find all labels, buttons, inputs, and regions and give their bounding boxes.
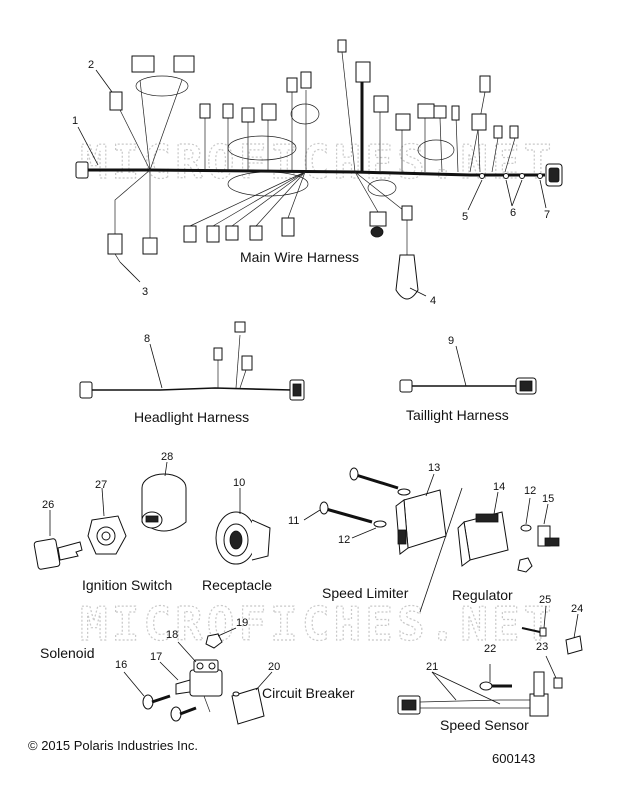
callout-12b: 12: [524, 485, 536, 497]
label-ignition-switch: Ignition Switch: [82, 577, 172, 593]
callout-25: 25: [539, 594, 551, 606]
switch-body-icon: [141, 473, 187, 532]
label-solenoid: Solenoid: [40, 645, 95, 661]
switch-nut-icon: [87, 515, 127, 555]
callout-24: 24: [571, 603, 583, 615]
speed-limiter-assembly: [303, 467, 463, 613]
label-speed-sensor: Speed Sensor: [440, 717, 529, 733]
callout-17: 17: [150, 651, 162, 663]
callout-14: 14: [493, 481, 505, 493]
taillight-harness: [399, 345, 537, 395]
callout-5: 5: [462, 211, 468, 223]
section-labels: Main Wire Harness Headlight Harness Tail…: [40, 249, 529, 733]
screw-icon: [142, 694, 197, 722]
callout-13: 13: [428, 462, 440, 474]
callout-15: 15: [542, 493, 554, 505]
label-receptacle: Receptacle: [202, 577, 272, 593]
ignition-switch-assembly: [33, 461, 187, 570]
watermark-bottom: MICROFICHES.NET: [80, 597, 555, 651]
callout-7: 7: [544, 209, 550, 221]
callout-9: 9: [448, 335, 454, 347]
label-main-wire-harness: Main Wire Harness: [240, 249, 359, 265]
callout-1: 1: [72, 115, 78, 127]
label-circuit-breaker: Circuit Breaker: [262, 685, 355, 701]
speed-sensor-assembly: [397, 605, 583, 717]
copyright: © 2015 Polaris Industries Inc.: [28, 738, 198, 753]
watermark-top: MICROFICHES.NET: [80, 135, 555, 189]
label-speed-limiter: Speed Limiter: [322, 585, 409, 601]
callout-28: 28: [161, 451, 173, 463]
circuit-breaker-icon: [231, 687, 265, 725]
callout-3: 3: [142, 286, 148, 298]
label-regulator: Regulator: [452, 587, 513, 603]
callout-19: 19: [236, 617, 248, 629]
callout-20: 20: [268, 661, 280, 673]
callout-27: 27: [95, 479, 107, 491]
callout-6: 6: [510, 207, 516, 219]
callout-numbers: 1 2 3 4 5 6 7 8 9 10 11 12 12 13 14 15 1…: [42, 59, 583, 673]
diagram-number: 600143: [492, 751, 535, 766]
callout-11: 11: [288, 515, 299, 527]
callout-22: 22: [484, 643, 496, 655]
callout-2: 2: [88, 59, 94, 71]
callout-12a: 12: [338, 534, 350, 546]
callout-16: 16: [115, 659, 127, 671]
callout-23: 23: [536, 641, 548, 653]
callout-10: 10: [233, 477, 245, 489]
main-wire-harness: [75, 39, 563, 300]
headlight-harness: [79, 321, 305, 401]
key-icon: [33, 538, 83, 570]
callout-21: 21: [426, 661, 438, 673]
callout-26: 26: [42, 499, 54, 511]
label-taillight-harness: Taillight Harness: [406, 407, 509, 423]
callout-18: 18: [166, 629, 178, 641]
solenoid-assembly: [123, 627, 273, 725]
callout-8: 8: [144, 333, 150, 345]
receptacle-assembly: [215, 488, 271, 565]
label-headlight-harness: Headlight Harness: [134, 409, 249, 425]
callout-4: 4: [430, 295, 436, 307]
regulator-assembly: [457, 491, 560, 573]
